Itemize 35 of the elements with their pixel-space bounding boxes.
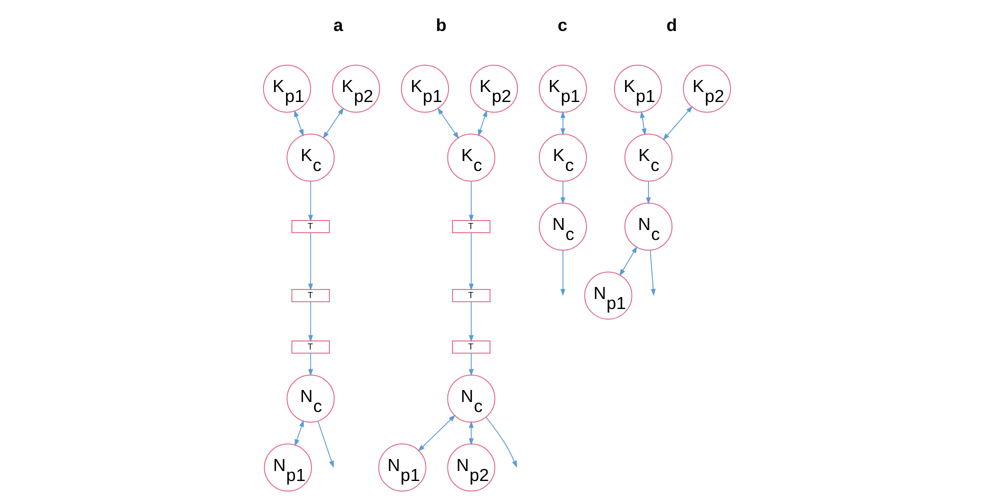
- node-box: T: [452, 289, 490, 302]
- arrow: [468, 232, 474, 291]
- arrow: [646, 180, 650, 204]
- node-box: T: [452, 220, 490, 234]
- arrow: [649, 250, 656, 296]
- arrow: [478, 110, 487, 136]
- arrow: [485, 416, 517, 468]
- node-box: T: [290, 220, 330, 234]
- arrow: [662, 106, 692, 140]
- label: b: [435, 15, 446, 36]
- label: a: [332, 15, 343, 36]
- arrow: [308, 180, 313, 222]
- arrow: [468, 420, 474, 446]
- arrow: [639, 111, 646, 136]
- node-box: T: [290, 289, 330, 302]
- arrow: [560, 250, 565, 296]
- arrow: [560, 180, 565, 204]
- arrow: [308, 232, 313, 291]
- arrow: [322, 108, 344, 139]
- arrow: [294, 110, 303, 136]
- arrow: [618, 246, 637, 276]
- arrow: [468, 180, 474, 222]
- arrow: [468, 301, 474, 342]
- arrow: [468, 352, 474, 376]
- arrow: [417, 414, 455, 452]
- node-box: T: [290, 340, 330, 354]
- arrow: [560, 111, 565, 136]
- arrow: [308, 352, 313, 376]
- arrow: [317, 420, 334, 468]
- arrow: [436, 108, 458, 139]
- arrow: [308, 301, 313, 342]
- label: c: [557, 15, 567, 36]
- label: d: [666, 15, 677, 36]
- node-box: T: [452, 340, 490, 354]
- arrow: [294, 420, 304, 446]
